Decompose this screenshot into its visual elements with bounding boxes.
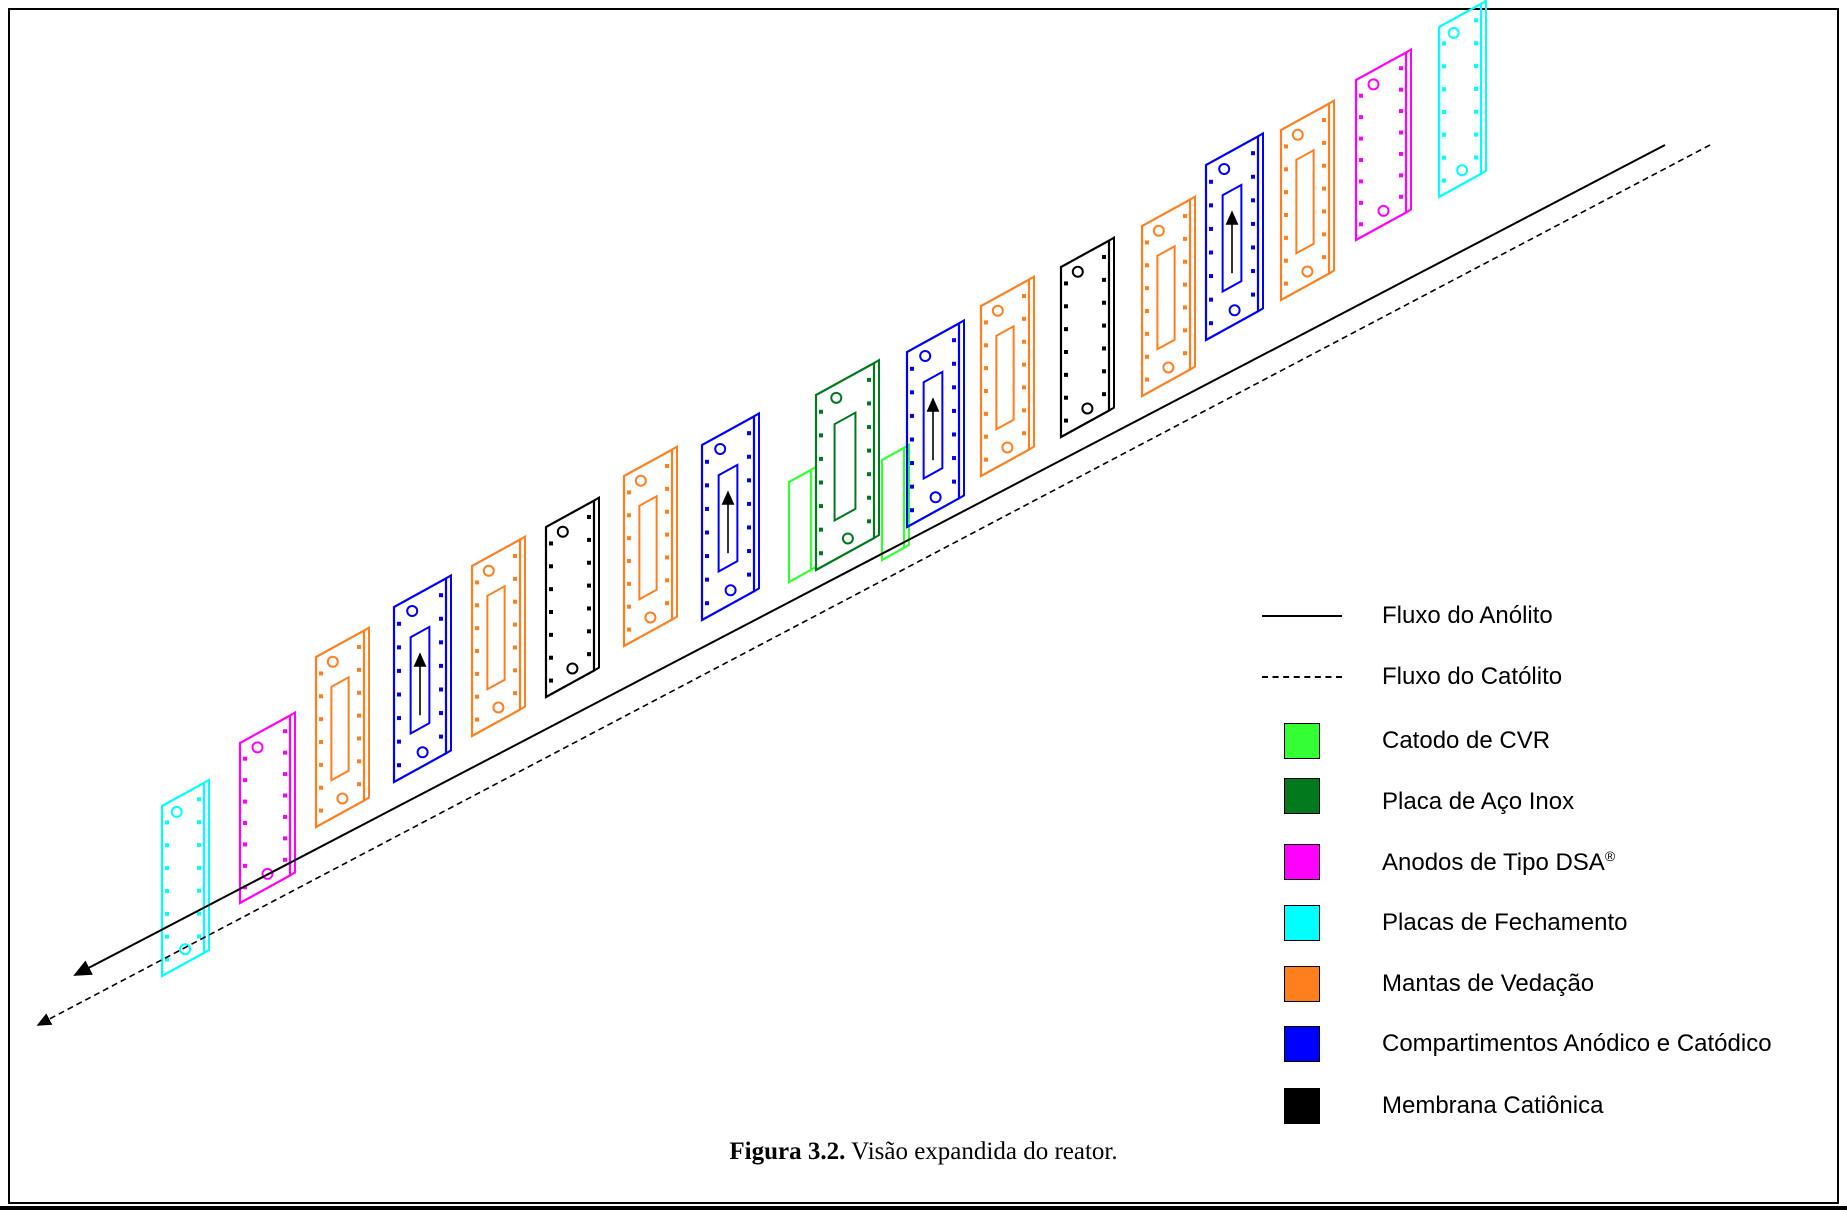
solid-line-symbol bbox=[1262, 615, 1342, 617]
plate-compartment bbox=[1204, 131, 1264, 342]
bottom-rule bbox=[0, 1206, 1847, 1210]
legend-item-gasket: Mantas de Vedação bbox=[1262, 962, 1594, 1006]
plate-membrane bbox=[544, 495, 600, 699]
color-swatch bbox=[1284, 966, 1320, 1002]
legend-label: Fluxo do Anólito bbox=[1382, 602, 1553, 629]
plate-gasket bbox=[314, 625, 370, 829]
plate-compartment bbox=[905, 318, 965, 529]
plate-membrane bbox=[1059, 235, 1115, 439]
plate-closing bbox=[1437, 0, 1487, 199]
legend-label: Membrana Catiônica bbox=[1382, 1092, 1604, 1119]
plate-closing bbox=[160, 778, 210, 978]
color-swatch bbox=[1284, 1088, 1320, 1124]
legend-item-cathode: Catodo de CVR bbox=[1262, 719, 1550, 763]
registered-mark: ® bbox=[1604, 847, 1616, 864]
color-swatch bbox=[1284, 905, 1320, 941]
color-swatch bbox=[1284, 778, 1320, 814]
plate-gasket bbox=[470, 534, 526, 738]
plate-gasket bbox=[979, 274, 1035, 478]
caption-text: Visão expandida do reator. bbox=[845, 1138, 1118, 1165]
figure-frame bbox=[8, 8, 1839, 1204]
plate-compartment bbox=[392, 573, 452, 784]
plate-gasket bbox=[622, 444, 678, 648]
color-swatch bbox=[1284, 844, 1320, 880]
legend-item-closing-plate: Placas de Fechamento bbox=[1262, 901, 1627, 945]
plate-compartment bbox=[700, 411, 760, 622]
legend-label: Catodo de CVR bbox=[1382, 727, 1551, 754]
legend-label: Fluxo do Católito bbox=[1382, 663, 1563, 690]
plate-dsa bbox=[1354, 47, 1412, 242]
legend-anolyte: Fluxo do Anólito bbox=[1262, 594, 1553, 638]
plates-layer bbox=[160, 0, 1487, 978]
color-swatch bbox=[1284, 1026, 1320, 1062]
legend-label: Compartimentos Anódico e Catódico bbox=[1382, 1030, 1772, 1057]
legend-label: Mantas de Vedação bbox=[1382, 970, 1595, 997]
legend-item-dsa-anode: Anodos de Tipo DSA® bbox=[1262, 840, 1615, 884]
legend-label: Anodos de Tipo DSA® bbox=[1382, 847, 1616, 876]
legend-label: Placa de Aço Inox bbox=[1382, 788, 1575, 814]
plate-cathode bbox=[787, 465, 817, 584]
anolyte-flow-line bbox=[73, 144, 1666, 976]
legend-item-compartment: Compartimentos Anódico e Catódico bbox=[1262, 1022, 1772, 1066]
dashed-line-symbol bbox=[1262, 676, 1342, 678]
catholyte-flow-line bbox=[36, 144, 1711, 1026]
plate-dsa bbox=[238, 710, 296, 905]
plate-steel bbox=[814, 358, 880, 572]
legend-item-steel-plate: Placa de Aço Inox bbox=[1262, 778, 1574, 814]
legend-catholyte: Fluxo do Católito bbox=[1262, 655, 1562, 699]
plate-gasket bbox=[1140, 194, 1196, 398]
plate-gasket bbox=[1279, 98, 1335, 302]
flow-lines bbox=[36, 144, 1711, 1026]
legend-label: Placas de Fechamento bbox=[1382, 909, 1628, 936]
legend-item-membrane: Membrana Catiônica bbox=[1262, 1084, 1603, 1128]
color-swatch bbox=[1284, 723, 1320, 759]
figure-caption: Figura 3.2. Visão expandida do reator. bbox=[0, 1138, 1847, 1166]
caption-prefix: Figura 3.2. bbox=[729, 1138, 846, 1165]
